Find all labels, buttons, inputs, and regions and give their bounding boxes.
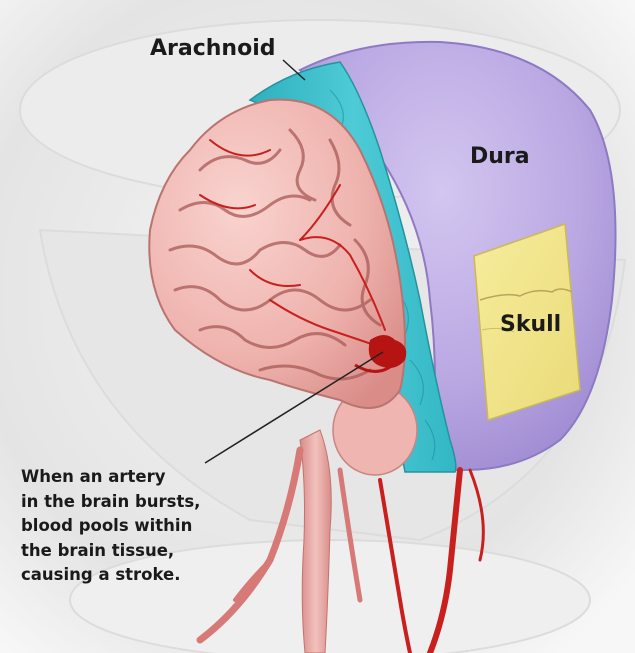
caption-line: causing a stroke. <box>21 563 231 588</box>
caption-line: the brain tissue, <box>21 539 231 564</box>
brain-stem <box>300 430 331 653</box>
caption-line: When an artery <box>21 465 231 490</box>
arachnoid-label: Arachnoid <box>150 36 276 61</box>
caption-line: in the brain bursts, <box>21 490 231 515</box>
stroke-caption: When an artery in the brain bursts, bloo… <box>21 465 231 588</box>
dura-label: Dura <box>470 144 530 169</box>
skull-label: Skull <box>500 312 561 337</box>
caption-line: blood pools within <box>21 514 231 539</box>
